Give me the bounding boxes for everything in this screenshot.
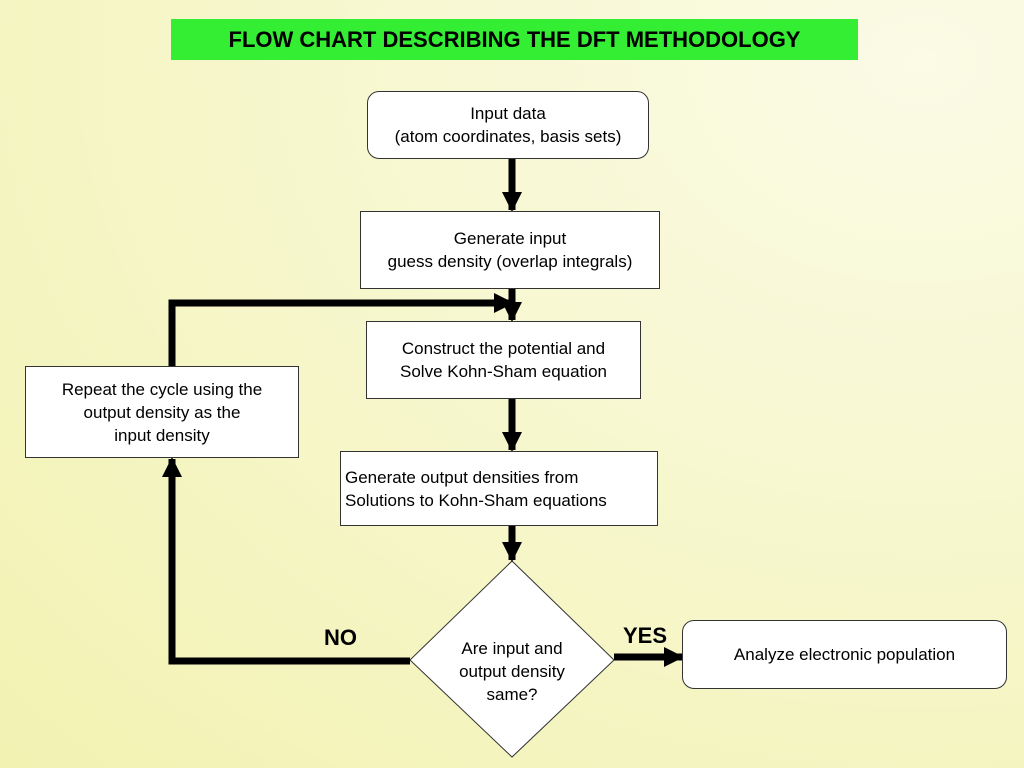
- label-yes: YES: [623, 623, 668, 648]
- arrow-repeat-to-loop: [168, 293, 514, 366]
- node-repeat-line-1: Repeat the cycle using the: [61, 379, 263, 399]
- node-generate-guess: Generate input guess density (overlap in…: [360, 211, 660, 289]
- node-generate-output: Generate output densities from Solutions…: [340, 451, 658, 526]
- node-repeat-line-2: output density as the: [83, 402, 241, 422]
- node-output-line-2: Solutions to Kohn-Sham equations: [345, 490, 607, 510]
- page-title: FLOW CHART DESCRIBING THE DFT METHODOLOG…: [171, 19, 858, 60]
- node-construct-potential: Construct the potential and Solve Kohn-S…: [366, 321, 641, 399]
- node-input-data: Input data (atom coordinates, basis sets…: [367, 91, 649, 159]
- node-decision-text: Are input and output density same?: [437, 635, 587, 707]
- node-construct-line-1: Construct the potential and: [401, 339, 606, 358]
- node-analyze-population: Analyze electronic population: [682, 620, 1007, 689]
- node-analyze-line-1: Analyze electronic population: [733, 645, 956, 664]
- decision-diamond: [409, 560, 615, 758]
- node-guess-line-1: Generate input: [453, 229, 567, 248]
- node-input-line-2: (atom coordinates, basis sets): [394, 127, 622, 146]
- node-decision-line-1: Are input and: [461, 638, 563, 658]
- node-guess-line-2: guess density (overlap integrals): [387, 252, 633, 271]
- node-decision-line-2: output density: [459, 661, 565, 681]
- node-repeat-line-3: input density: [114, 425, 210, 445]
- node-repeat-cycle: Repeat the cycle using the output densit…: [25, 366, 299, 458]
- node-construct-line-2: Solve Kohn-Sham equation: [400, 362, 607, 381]
- node-decision-line-3: same?: [486, 684, 538, 704]
- arrow-no-to-repeat: [162, 457, 410, 665]
- node-output-line-1: Generate output densities from: [345, 467, 579, 487]
- label-no: NO: [324, 625, 357, 650]
- node-input-line-1: Input data: [470, 104, 546, 123]
